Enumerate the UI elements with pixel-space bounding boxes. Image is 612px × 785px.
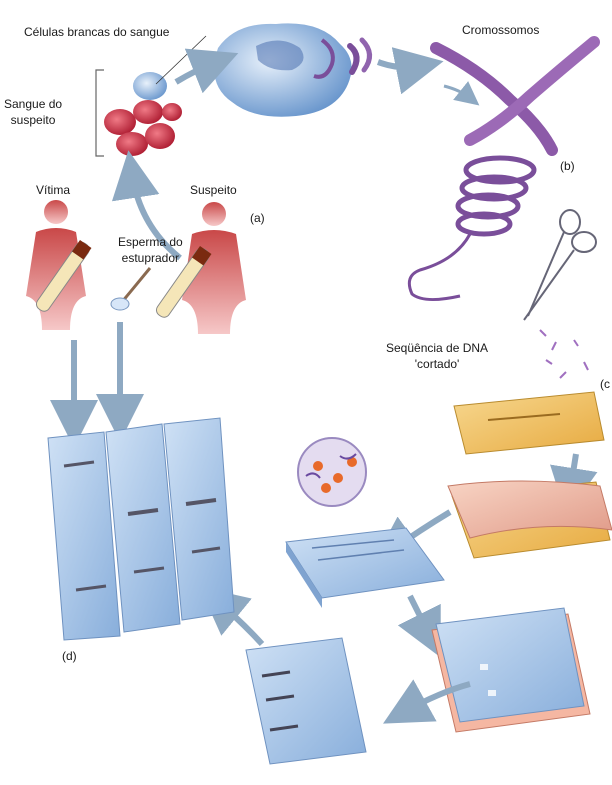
gel-strips [48, 418, 234, 640]
white-cell-small [133, 72, 167, 100]
label-rapist-sperm: Esperma do estuprador [118, 234, 183, 266]
transfer-stack [448, 481, 612, 558]
label-white-blood-cells: Células brancas do sangue [24, 24, 169, 40]
sperm-sample-swab [111, 268, 150, 310]
bracket-line [96, 70, 104, 156]
dna-coil [409, 158, 534, 300]
hybridization-tray [286, 528, 444, 608]
chromosome-fragment [350, 46, 357, 72]
label-step-a: (a) [250, 210, 265, 226]
membrane-tray [454, 392, 604, 454]
xray-film-stack [432, 608, 590, 732]
label-step-d: (d) [62, 648, 77, 664]
red-blood-cells [104, 100, 182, 156]
arrow-tray-film [410, 596, 430, 636]
probe-circle [298, 438, 366, 506]
label-dna-cut: Seqüência de DNA 'cortado' [386, 340, 488, 372]
arrow-cell-zoom [176, 62, 216, 82]
label-victim: Vítima [36, 182, 70, 198]
label-step-c: (c [600, 376, 610, 392]
developed-film [246, 638, 366, 764]
dna-fragments [540, 330, 588, 378]
arrow-to-chromosomes [378, 62, 420, 67]
chromosome-fragment [362, 40, 370, 70]
label-suspect-blood: Sangue do suspeito [4, 96, 62, 128]
label-chromosomes: Cromossomos [462, 22, 539, 38]
scissors-icon [524, 210, 596, 320]
white-cell-enlarged [214, 23, 351, 116]
label-suspect: Suspeito [190, 182, 237, 198]
chromosome-x [436, 42, 594, 150]
label-step-b: (b) [560, 158, 575, 174]
